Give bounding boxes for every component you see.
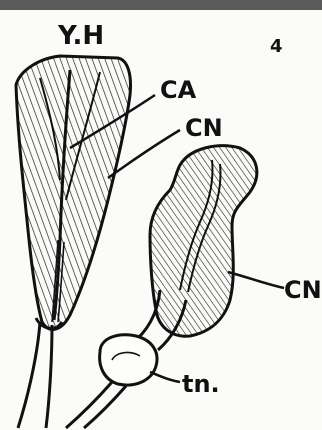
label-tn: tn. (182, 370, 220, 398)
left-organ-outline (16, 56, 131, 329)
right-stalk (66, 382, 126, 428)
leader-cn-right (228, 272, 284, 288)
leader-tn (150, 372, 180, 382)
label-cn-upper: CN (185, 114, 223, 142)
figure-number: 4 (270, 36, 283, 57)
right-bulb (100, 335, 157, 385)
left-stalk (18, 322, 52, 428)
label-cn-right: CN (284, 276, 322, 304)
label-top: Y.H (57, 21, 104, 51)
label-ca: CA (160, 76, 197, 104)
right-organ-outline (150, 146, 257, 336)
top-border (0, 0, 322, 10)
